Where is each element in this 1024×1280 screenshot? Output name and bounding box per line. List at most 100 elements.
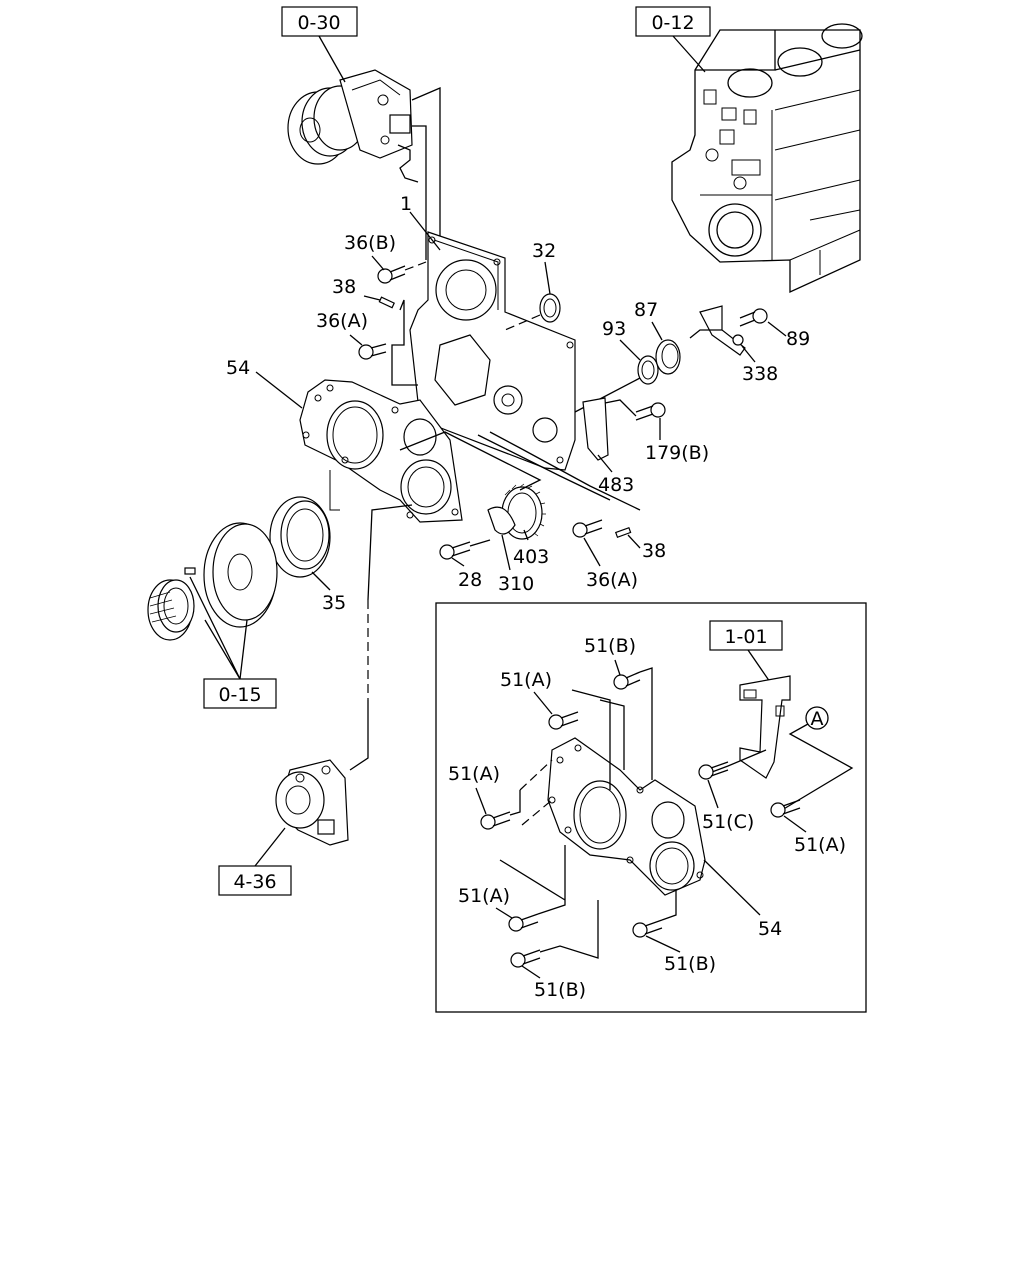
leader-35 [311, 571, 331, 591]
leader-483 [597, 454, 613, 473]
leader-inset-51b-top [614, 659, 621, 676]
inset-bracket-1-01[interactable] [739, 675, 791, 779]
bolt-36a-top[interactable] [358, 343, 387, 360]
guide-bottom [489, 431, 641, 511]
engine-block-illustration [671, 23, 863, 294]
inset-bolt-51b-bottom[interactable] [510, 949, 541, 968]
guide-54-seal [329, 470, 340, 511]
leader-338 [741, 345, 756, 363]
inset-bolt-51a-right[interactable] [770, 799, 801, 818]
pin-38-top[interactable] [378, 296, 395, 309]
leader-inset-51a-top [533, 691, 553, 715]
ref-label-0-12: 0-12 [651, 12, 694, 34]
inset-bolt-51a-low[interactable] [508, 913, 539, 932]
dash-36b [404, 261, 427, 271]
inset-bolt-51c[interactable] [698, 761, 729, 780]
guide-inset-51a-top [571, 689, 625, 790]
leader-1 [409, 211, 441, 251]
ref-box-1-01[interactable]: 1-01 [709, 620, 783, 651]
o-ring-93[interactable] [637, 355, 659, 385]
inset-guide-a [781, 723, 854, 811]
pin-38-bottom[interactable] [614, 526, 632, 538]
callout-179b: 179(B) [645, 442, 709, 464]
callout-38-top: 38 [332, 276, 356, 298]
leader-403 [523, 529, 529, 541]
dash-inset-51a-left [519, 759, 553, 826]
inset-panel [435, 602, 867, 1013]
leader-4-36-lower [349, 700, 369, 771]
ref-box-0-15[interactable]: 0-15 [203, 678, 277, 709]
guide-28 [469, 539, 491, 547]
leader-38-top [363, 295, 381, 301]
leader-89 [767, 321, 787, 337]
leader-inset-51c [707, 779, 719, 809]
bracket-483[interactable] [582, 397, 609, 461]
oil-seal-35[interactable] [269, 496, 331, 578]
inset-bolt-51a-top[interactable] [548, 711, 579, 730]
bolt-179b[interactable] [635, 402, 666, 421]
ref-label-1-01: 1-01 [724, 626, 767, 648]
callout-89: 89 [786, 328, 810, 350]
bolt-36a-bottom[interactable] [572, 519, 603, 538]
ref-box-0-30[interactable]: 0-30 [281, 6, 358, 37]
inset-cover-54[interactable] [547, 737, 706, 896]
leader-seal-drop [367, 504, 413, 601]
callout-inset-51a-top: 51(A) [500, 669, 552, 691]
leader-4-36 [254, 827, 286, 867]
guide-bottom-b [477, 434, 611, 501]
inset-bolt-51a-left[interactable] [480, 811, 511, 830]
guide-inset-51a-low [499, 845, 566, 915]
dash-32 [504, 314, 541, 331]
guide-inset-51b-right [661, 890, 677, 921]
ref-label-4-36: 4-36 [233, 871, 276, 893]
callout-inset-51b-top: 51(B) [584, 635, 636, 657]
leader-1-01 [747, 649, 771, 683]
o-ring-32[interactable] [539, 293, 561, 323]
callout-35: 35 [322, 592, 346, 614]
ref-box-0-12[interactable]: 0-12 [635, 6, 711, 37]
bolt-89[interactable] [739, 308, 768, 327]
bolt-28[interactable] [439, 541, 471, 560]
leader-inset-51a-left [475, 787, 487, 815]
bracket-38-top [391, 299, 418, 386]
guide-179b [599, 399, 637, 417]
guide-inset-51a-left [509, 790, 521, 816]
compressor-illustration [287, 69, 419, 183]
leader-32 [544, 261, 551, 295]
seal-87[interactable] [655, 339, 681, 375]
callout-338: 338 [742, 363, 778, 385]
callout-inset-51a-right: 51(A) [794, 834, 846, 856]
leader-0-30-mount-b [412, 125, 427, 260]
callout-54: 54 [226, 357, 250, 379]
bolt-36b[interactable] [377, 265, 406, 284]
svg-text:A: A [811, 708, 824, 730]
ref-box-4-36[interactable]: 4-36 [218, 865, 292, 896]
leader-0-30 [318, 35, 346, 83]
callout-36a-top: 36(A) [316, 310, 368, 332]
oil-pump-illustration [275, 759, 349, 846]
callout-1: 1 [400, 193, 412, 215]
callout-87: 87 [634, 299, 658, 321]
leader-inset-51a-right [783, 815, 807, 833]
guide-inset-51b-bottom [539, 900, 599, 959]
crank-pulley-illustration [147, 522, 278, 641]
inset-bolt-51b-top[interactable] [613, 671, 641, 690]
inset-guide-bracket [711, 749, 767, 773]
callout-36b: 36(B) [344, 232, 396, 254]
callout-310: 310 [498, 573, 534, 595]
callout-inset-51a-low: 51(A) [458, 885, 510, 907]
ref-label-0-30: 0-30 [297, 12, 340, 34]
gasket-54[interactable] [299, 379, 463, 523]
callout-32: 32 [532, 240, 556, 262]
inset-bolt-51b-right[interactable] [632, 919, 663, 938]
ring-310[interactable] [487, 506, 516, 535]
leader-36b [371, 255, 385, 271]
leader-310 [501, 534, 511, 571]
callout-inset-51b-bottom: 51(B) [534, 979, 586, 1001]
leader-38-bottom [627, 534, 641, 549]
nut-338[interactable] [732, 334, 744, 346]
callout-inset-51b-right: 51(B) [664, 953, 716, 975]
leader-inset-51b-bottom [521, 965, 541, 979]
front-cover-part-1[interactable] [409, 231, 576, 471]
